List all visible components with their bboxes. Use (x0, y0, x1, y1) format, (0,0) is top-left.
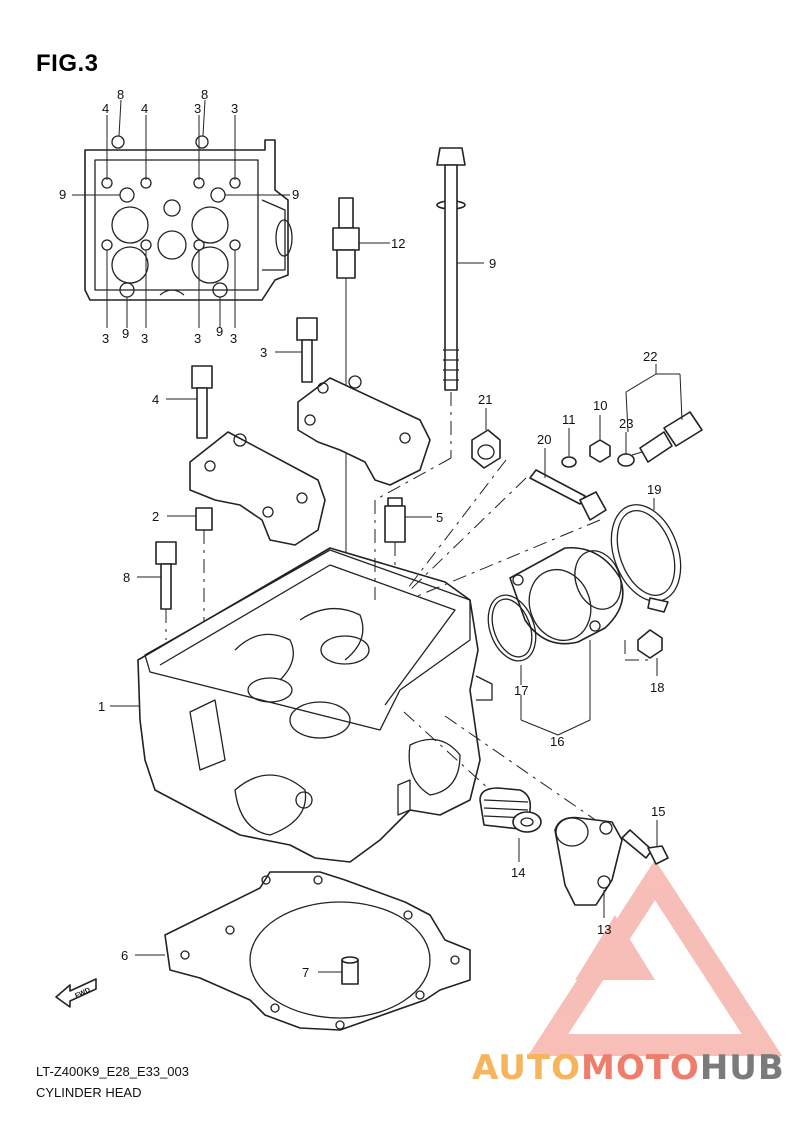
bolt-3 (275, 317, 318, 383)
inset-callout-labels: 4 8 4 3 8 3 9 9 3 9 3 3 9 3 (59, 87, 299, 346)
bolt-4 (166, 365, 213, 439)
callout-19: 19 (647, 482, 661, 497)
screw-18 (637, 629, 663, 676)
dowel-pin-7 (318, 956, 359, 985)
bolt-15 (621, 820, 669, 865)
watermark-part-hub: HUB (699, 1048, 785, 1088)
long-stud-bolt (436, 147, 484, 391)
callout-21: 21 (478, 392, 492, 407)
o-ring-23 (617, 432, 635, 467)
callout-numbers: 1 2 3 4 5 6 7 8 9 12 13 14 15 16 17 18 1… (98, 236, 665, 980)
watermark-logo (527, 859, 783, 1056)
bolt-20 (529, 448, 607, 521)
assembly-guide-lines (374, 392, 650, 831)
inset-label-bottom-5: 9 (216, 324, 223, 339)
inset-label-top-6: 3 (231, 101, 238, 116)
callout-4: 4 (152, 392, 159, 407)
washer-21 (471, 408, 501, 469)
callout-3: 3 (260, 345, 267, 360)
callout-11: 11 (562, 412, 576, 427)
callout-10: 10 (593, 398, 607, 413)
callout-7: 7 (302, 965, 309, 980)
forward-direction-arrow: FWD (55, 978, 97, 1008)
watermark-text: AUTOMOTOHUB (472, 1048, 785, 1088)
callout-16: 16 (550, 734, 564, 749)
callout-13: 13 (597, 922, 611, 937)
callout-17: 17 (514, 683, 528, 698)
inset-label-bottom-2: 9 (122, 326, 129, 341)
plug-10 (589, 415, 611, 463)
inset-label-top-3: 4 (141, 101, 148, 116)
intake-o-ring (487, 594, 591, 736)
callout-5: 5 (436, 510, 443, 525)
callout-2: 2 (152, 509, 159, 524)
inset-label-bottom-6: 3 (230, 331, 237, 346)
figure-title: FIG.3 (36, 50, 99, 77)
inset-label-top-5: 8 (201, 87, 208, 102)
inset-label-top-4: 3 (194, 101, 201, 116)
callout-18: 18 (650, 680, 664, 695)
watermark-part-moto: MOTO (580, 1048, 700, 1088)
callout-23: 23 (619, 416, 633, 431)
callout-1: 1 (98, 699, 105, 714)
thermostat-cover (554, 816, 623, 918)
inset-label-bottom-3: 3 (141, 331, 148, 346)
callout-15: 15 (651, 804, 665, 819)
spark-plug (332, 197, 390, 650)
bolt-8 (137, 541, 177, 640)
washer-11 (561, 428, 577, 468)
cylinder-head (110, 547, 493, 863)
callout-14: 14 (511, 865, 525, 880)
hose-clamp (610, 498, 682, 613)
inset-label-bottom-4: 3 (194, 331, 201, 346)
cylinder-head-top-view-inset (72, 99, 293, 328)
callout-12: 12 (391, 236, 405, 251)
oil-jet (384, 497, 432, 590)
camshaft-cap-lower (189, 431, 326, 546)
thermostat (479, 787, 542, 862)
figure-code: LT-Z400K9_E28_E33_003 (36, 1064, 189, 1079)
callout-6: 6 (121, 948, 128, 963)
inset-label-right: 9 (292, 187, 299, 202)
inset-label-top-2: 8 (117, 87, 124, 102)
figure-name: CYLINDER HEAD (36, 1085, 142, 1100)
inset-label-left: 9 (59, 187, 66, 202)
inset-label-bottom-1: 3 (102, 331, 109, 346)
camshaft-cap-upper (297, 375, 431, 486)
dowel-pin (167, 507, 213, 655)
inset-label-top-1: 4 (102, 101, 109, 116)
watermark-part-auto: AUTO (472, 1048, 581, 1088)
intake-pipe (509, 546, 624, 645)
callout-9: 9 (489, 256, 496, 271)
callout-20: 20 (537, 432, 551, 447)
cylinder-head-gasket (135, 871, 471, 1031)
callout-22: 22 (643, 349, 657, 364)
temperature-sensor (625, 364, 703, 463)
callout-8: 8 (123, 570, 130, 585)
